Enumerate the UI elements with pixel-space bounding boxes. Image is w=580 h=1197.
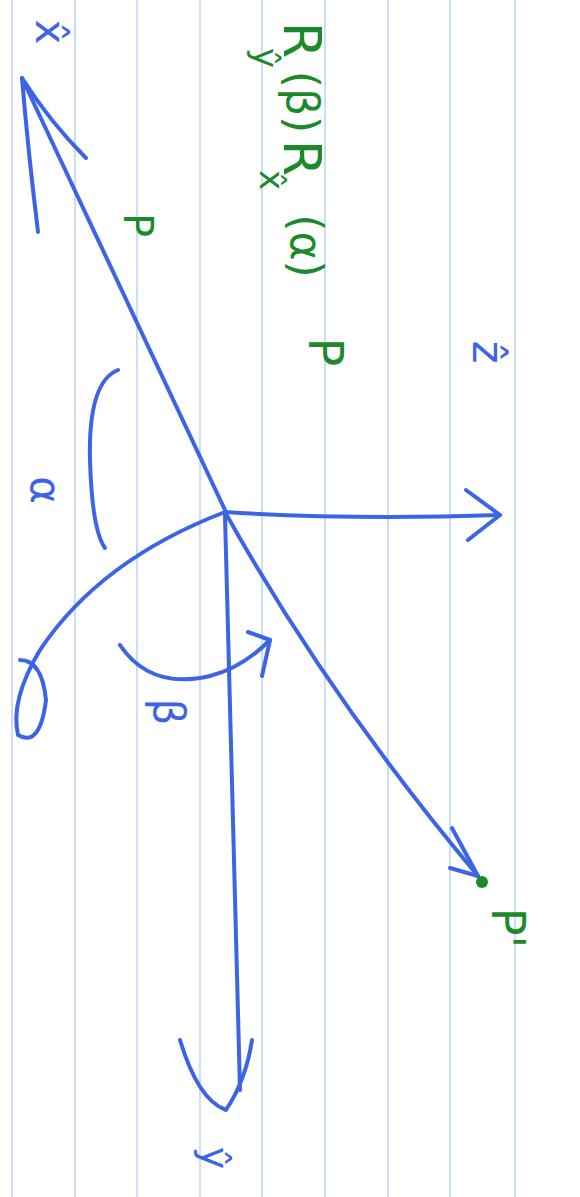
point-label: P'	[485, 908, 531, 948]
z-axis-head	[466, 490, 500, 540]
formula-subscript: ŷ	[249, 48, 283, 68]
rotation-loop	[16, 512, 225, 738]
formula-part: (α)	[284, 214, 328, 277]
x-axis-head	[22, 78, 86, 232]
y-axis-head	[180, 1040, 252, 1110]
y-axis	[225, 515, 240, 1090]
alpha-bracket	[90, 370, 118, 548]
angle-label: α	[24, 476, 66, 504]
axis-label: ŷ	[196, 1147, 234, 1170]
axis-label: x̂	[29, 20, 71, 45]
angle-label: β	[147, 699, 189, 726]
formula-part: (β)	[280, 71, 324, 133]
vector-line	[225, 512, 478, 876]
vector-head	[450, 828, 478, 876]
formula-subscript: x̂	[255, 170, 289, 190]
z-axis	[225, 512, 500, 517]
beta-arc	[120, 640, 270, 679]
beta-arc-head	[248, 632, 270, 676]
axis-label: ẑ	[466, 340, 510, 363]
formula-part: P	[302, 338, 350, 367]
point-dot	[476, 876, 488, 888]
point-label: P	[118, 213, 158, 237]
formula-part: R	[276, 22, 328, 58]
x-axis	[22, 78, 225, 510]
notebook-grid	[12, 0, 515, 1197]
